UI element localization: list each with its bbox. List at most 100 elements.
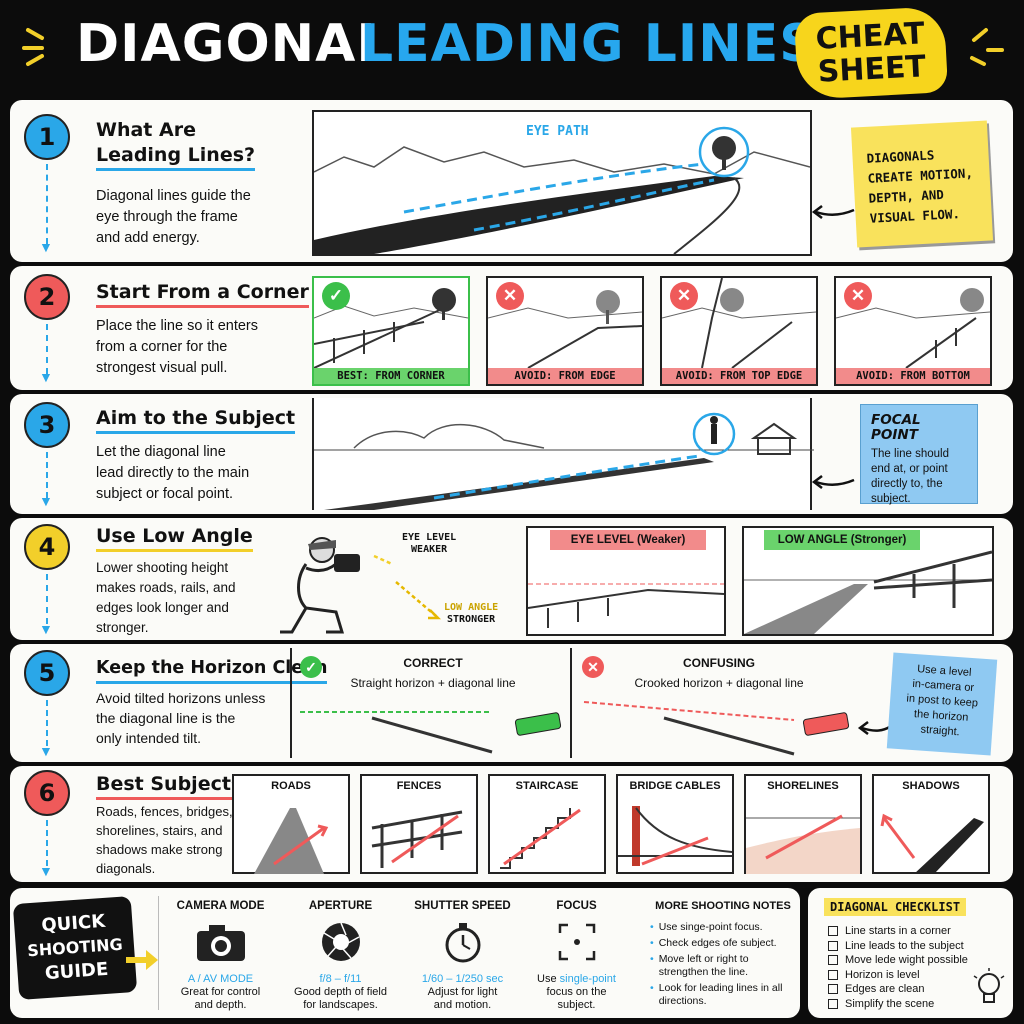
eye-level-label: EYE LEVEL WEAKER	[402, 532, 456, 556]
x-icon: ✕	[670, 282, 698, 310]
lightbulb-icon	[973, 968, 1005, 1003]
step-5-card: 5 ▼ Keep the Horizon Clean Avoid tilted …	[10, 644, 1013, 762]
road-icon	[254, 808, 329, 874]
subject-label: SHORELINES	[767, 780, 839, 792]
desc-line: diagonals.	[96, 861, 156, 876]
step-6-connector	[46, 820, 48, 866]
correct-subtitle: Straight horizon + diagonal line	[350, 676, 516, 690]
subject-roads: ROADS	[232, 774, 350, 874]
checklist-item: Move lede wight possible	[845, 954, 968, 966]
desc-line: edges look longer and	[96, 600, 229, 615]
label-line: LOW ANGLE	[444, 602, 499, 613]
subject-label: FENCES	[396, 780, 442, 792]
title-part-2: LEADING LINES	[360, 14, 818, 74]
note-line: The line should	[871, 448, 949, 460]
panel-avoid-from-edge: ✕ AVOID: FROM EDGE	[486, 276, 644, 386]
panel-header: EYE LEVEL (Weaker)	[550, 530, 706, 550]
panel-label: AVOID: FROM TOP EDGE	[662, 368, 816, 384]
desc-line: only intended tilt.	[96, 730, 202, 746]
note-item: Use singe-point focus.	[658, 921, 763, 933]
desc-line: Avoid tilted horizons unless	[96, 690, 266, 706]
landscape-road-illustration	[313, 126, 811, 255]
checkbox[interactable]	[828, 955, 838, 966]
checkbox[interactable]	[828, 969, 838, 980]
railway-subject-illustration	[314, 412, 814, 510]
guide-value: 1/60 – 1/250 sec	[421, 973, 504, 985]
subject-label: SHADOWS	[902, 780, 960, 792]
desc-line: and add energy.	[96, 230, 200, 246]
step-4-number: 4	[24, 524, 70, 570]
correct-title: CORRECT	[403, 656, 463, 670]
panel-best-from-corner: ✓ BEST: FROM CORNER	[312, 276, 470, 386]
staircase-icon	[500, 808, 581, 869]
step-2-number: 2	[24, 274, 70, 320]
note-item: Move left or right to strengthen the lin…	[658, 953, 749, 978]
subject-shadows: SHADOWS	[872, 774, 990, 874]
step-3-card: 3 ▼ Aim to the Subject Let the diagonal …	[10, 394, 1013, 514]
step-1-arrow-icon: ▼	[39, 239, 53, 255]
guide-heading: FOCUS	[556, 900, 597, 912]
desc-line: Roads, fences, bridges,	[96, 804, 233, 819]
quick-guide-badge: QUICK SHOOTING GUIDE	[12, 896, 138, 1000]
checklist-item: Horizon is level	[845, 968, 920, 981]
rail-edge-illustration	[487, 290, 643, 369]
subject-staircase: STAIRCASE	[488, 774, 606, 874]
desc-line: strongest visual pull.	[96, 360, 228, 376]
step-3-title: Aim to the Subject	[96, 406, 296, 434]
note-line: end at, or point	[871, 463, 948, 475]
guide-value: single-point	[559, 973, 616, 985]
header: DIAGONAL LEADING LINES CHEAT SHEET	[0, 0, 1024, 100]
note-title: FOCAL POINT	[871, 412, 921, 443]
panel-header: LOW ANGLE (Stronger)	[764, 530, 920, 550]
notes-heading: MORE SHOOTING NOTES	[655, 900, 791, 912]
step-5-arrow-icon: ▼	[39, 743, 53, 759]
step-1-desc: Diagonal lines guide the eye through the…	[96, 186, 251, 249]
panel-label: AVOID: FROM EDGE	[488, 368, 642, 384]
panel-avoid-from-top-edge: ✕ AVOID: FROM TOP EDGE	[660, 276, 818, 386]
confusing-panel: ✕ CONFUSING Crooked horizon + diagonal l…	[574, 648, 864, 758]
checkbox[interactable]	[828, 998, 838, 1009]
desc-line: Lower shooting height	[96, 560, 229, 575]
step-6-arrow-icon: ▼	[39, 863, 53, 879]
desc-line: eye through the frame	[96, 209, 238, 225]
step-3-connector	[46, 452, 48, 498]
checkbox[interactable]	[828, 984, 838, 995]
desc-line: makes roads, rails, and	[96, 580, 236, 595]
note-item: Check edges ofe subject.	[658, 937, 777, 949]
step-4-arrow-icon: ▼	[39, 621, 53, 637]
checklist-item: Edges are clean	[845, 983, 925, 995]
step-5-desc: Avoid tilted horizons unless the diagona…	[96, 688, 265, 748]
x-icon: ✕	[496, 282, 524, 310]
left-sparkle-icon	[22, 28, 44, 66]
subject-shorelines: SHORELINES	[744, 774, 862, 874]
straight-horizon-illustration	[300, 711, 562, 754]
cheat-sheet-badge: CHEAT SHEET	[793, 6, 949, 100]
camera-icon	[196, 925, 245, 961]
low-angle-pier-illustration	[744, 550, 993, 634]
panel-label: BEST: FROM CORNER	[314, 368, 468, 384]
guide-line: subject.	[557, 999, 596, 1011]
label-line: STRONGER	[447, 614, 496, 625]
desc-line: shorelines, stairs, and	[96, 823, 223, 838]
pointer-arrow-icon	[811, 205, 855, 219]
checkbox[interactable]	[828, 940, 838, 951]
checklist-items: Line starts in a corner Line leads to th…	[828, 924, 968, 1011]
bridge-icon	[618, 806, 732, 866]
checklist-item: Line leads to the subject	[845, 939, 964, 952]
checkbox[interactable]	[828, 926, 838, 937]
step-4-desc: Lower shooting height makes roads, rails…	[96, 558, 236, 638]
desc-line: Diagonal lines guide the	[96, 188, 251, 204]
guide-value: A / AV MODE	[187, 973, 254, 985]
quick-guide-card: QUICK SHOOTING GUIDE CAMERA MODE A / AV …	[10, 888, 800, 1018]
note-line: subject.	[871, 493, 911, 505]
subject-label: STAIRCASE	[515, 780, 579, 792]
angle-arrows-icon	[373, 554, 442, 620]
x-icon: ✕	[844, 282, 872, 310]
step-6-card: 6 ▼ Best Subjects Roads, fences, bridges…	[10, 766, 1013, 882]
step-5-number: 5	[24, 650, 70, 696]
eye-path-illustration: EYE PATH	[312, 110, 812, 256]
panel-label: AVOID: FROM BOTTOM	[836, 368, 990, 384]
desc-line: lead directly to the main	[96, 465, 250, 481]
eye-level-pier-illustration	[527, 583, 725, 628]
shadow-icon	[880, 813, 984, 874]
